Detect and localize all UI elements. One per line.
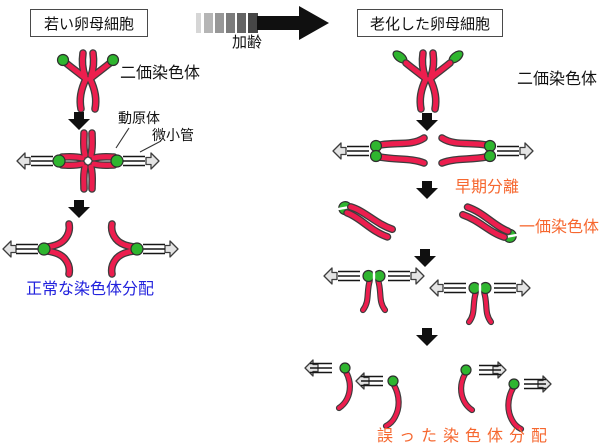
down-arrow-icon <box>416 328 438 346</box>
microtubule-pointer-line <box>139 140 162 153</box>
microtubule-label: 微小管 <box>152 127 194 143</box>
down-arrow-icon <box>68 200 90 218</box>
early-separation-figure <box>333 138 533 163</box>
young-metaphase-bivalent-figure <box>16 133 160 189</box>
down-arrow-icon <box>416 113 438 131</box>
aged-oocyte-title: 老化した卵母細胞 <box>369 15 490 33</box>
kinetochore-pointer-line <box>115 127 130 149</box>
error-segregation-label: 誤った染色体分配 <box>377 428 554 445</box>
young-oocyte-title-box: 若い卵母細胞 <box>30 9 148 37</box>
aging-label: 加齢 <box>232 34 263 51</box>
aged-bivalent-figure <box>392 49 464 109</box>
down-arrow-icon <box>68 112 90 130</box>
aged-oocyte-title-box: 老化した卵母細胞 <box>357 9 503 37</box>
normal-segregation-label: 正常な染色体分配 <box>26 281 155 298</box>
young-bivalent-figure <box>56 53 120 109</box>
early-separation-label: 早期分離 <box>455 179 520 196</box>
young-oocyte-title: 若い卵母細胞 <box>43 15 134 33</box>
bivalent-label-left: 二価染色体 <box>120 65 201 82</box>
univalent-figures <box>336 199 518 245</box>
down-arrow-icon <box>416 181 438 199</box>
missegregating-chromatid-figures <box>305 360 551 429</box>
univalent-label: 一価染色体 <box>519 219 600 236</box>
kinetochore-label: 動原体 <box>118 110 160 126</box>
bivalent-label-right: 二価染色体 <box>517 71 598 88</box>
bioriented-univalent-figures <box>324 268 530 322</box>
normal-segregation-figure <box>3 224 178 274</box>
aging-gradient-arrow-icon <box>196 6 329 40</box>
down-arrow-icon <box>414 249 436 267</box>
